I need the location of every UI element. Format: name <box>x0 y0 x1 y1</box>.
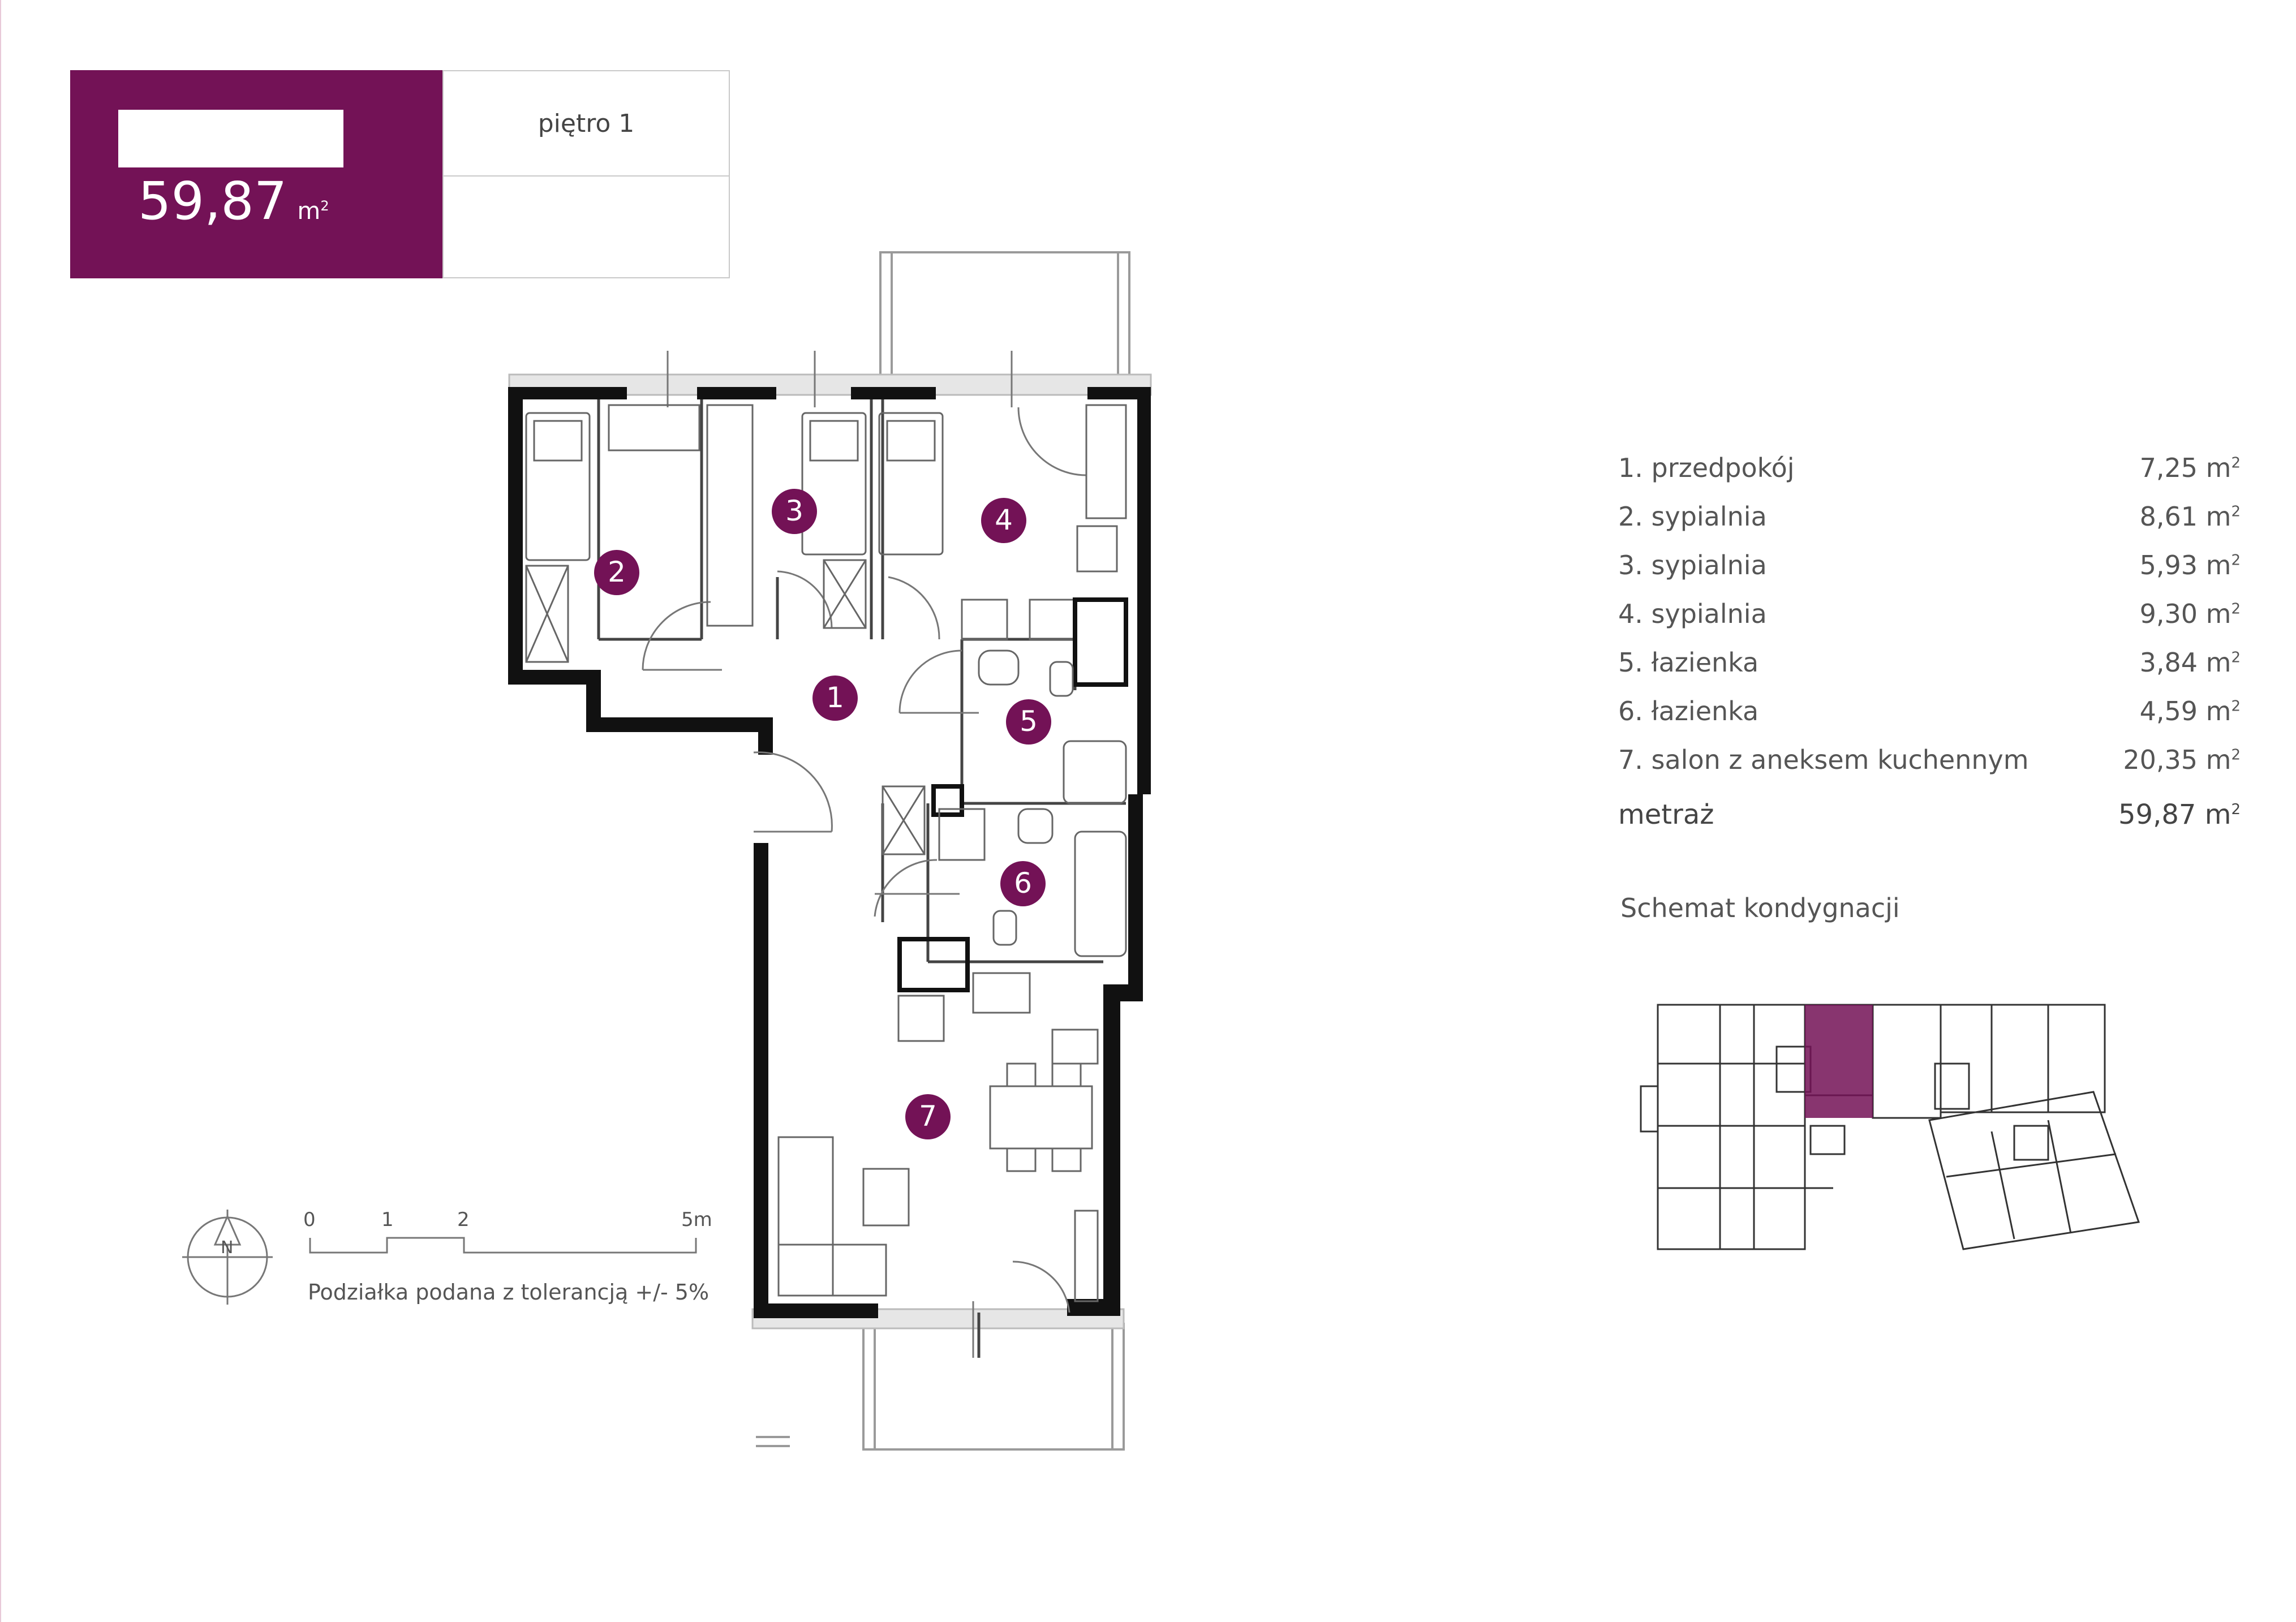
exterior-walls <box>508 387 1151 1318</box>
scale-note: Podziałka podana z tolerancją +/- 5% <box>308 1280 710 1305</box>
balcony-top <box>879 251 1130 375</box>
area-unit: m2 <box>297 197 329 225</box>
compass-letter: N <box>221 1238 234 1258</box>
room-marker-6: 6 <box>1014 867 1032 900</box>
floor-schematic <box>1640 1004 2140 1250</box>
info-table: piętro 1 <box>442 70 730 278</box>
scale-tick-1: 1 <box>381 1208 394 1231</box>
schema-title: Schemat kondygnacji <box>1620 893 1900 923</box>
area-value: 59,87 <box>138 171 287 231</box>
scale-tick-5m: 5m <box>681 1208 712 1231</box>
room-marker-5: 5 <box>1020 705 1038 738</box>
scale-tick-0: 0 <box>303 1208 316 1231</box>
door-swings <box>642 351 1087 1358</box>
floor-label: piętro 1 <box>444 71 729 177</box>
redacted-label-box <box>118 110 343 167</box>
apartment-area: 59,87 m2 <box>138 171 329 231</box>
page-edge-line <box>0 0 1 1622</box>
scale-tick-2: 2 <box>457 1208 470 1231</box>
scale-bar <box>309 1237 697 1254</box>
room-marker-4: 4 <box>995 504 1013 536</box>
interior-walls <box>597 399 1126 1358</box>
schematic-highlight <box>1805 1005 1873 1118</box>
room-marker-1: 1 <box>826 681 844 714</box>
furniture <box>525 404 1128 1302</box>
room-marker-2: 2 <box>608 556 626 588</box>
balcony-bottom <box>756 1323 1125 1451</box>
room-markers <box>594 489 1051 1139</box>
area-header-card: 59,87 m2 <box>70 70 442 278</box>
compass-icon <box>182 1210 273 1305</box>
room-marker-3: 3 <box>785 494 803 527</box>
room-marker-7: 7 <box>919 1100 937 1133</box>
